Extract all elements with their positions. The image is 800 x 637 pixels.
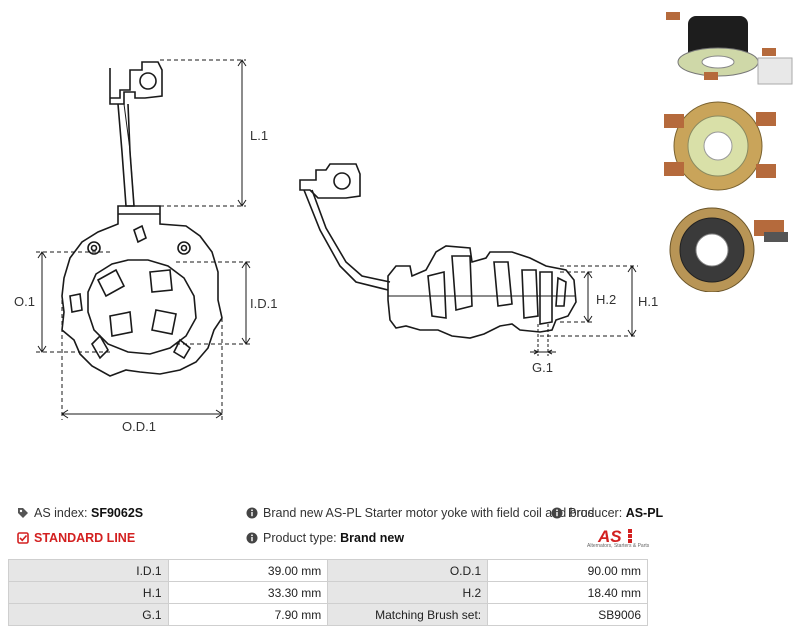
product-photo-middle: [664, 101, 776, 191]
spec-key: I.D.1: [8, 559, 169, 582]
info-icon: [246, 507, 258, 519]
product-type-label: Product type:: [263, 531, 337, 545]
spec-value: 18.40 mm: [487, 581, 648, 604]
as-index-label: AS index:: [34, 506, 88, 520]
technical-drawing: L.1 O.1 I.D.1 O.D.1 H.2 H.1 G.1: [14, 59, 658, 434]
table-row: I.D.1 39.00 mm O.D.1 90.00 mm: [8, 559, 648, 582]
label-id1: I.D.1: [250, 296, 277, 311]
label-h1: H.1: [638, 294, 658, 309]
product-photo-bottom: [669, 207, 788, 292]
description-text: Brand new AS-PL Starter motor yoke with …: [263, 506, 594, 520]
info-icon: [551, 507, 563, 519]
label-h2: H.2: [596, 292, 616, 307]
front-dimensions: [36, 59, 252, 420]
as-index-value: SF9062S: [91, 506, 144, 520]
spec-value: 90.00 mm: [487, 559, 648, 582]
spec-key: Matching Brush set:: [327, 603, 489, 626]
label-od1: O.D.1: [122, 419, 156, 434]
standard-line: STANDARD LINE: [17, 531, 135, 545]
front-view: [61, 61, 223, 377]
product-photo-top: [666, 12, 793, 85]
check-square-icon: [17, 532, 29, 544]
tag-icon: [18, 508, 28, 518]
table-row: H.1 33.30 mm H.2 18.40 mm: [8, 581, 648, 604]
spec-value: 7.90 mm: [167, 603, 329, 626]
info-icon: [246, 532, 258, 544]
as-pl-logo: AS: [597, 527, 632, 546]
spec-key: O.D.1: [327, 559, 489, 582]
product-type: Product type: Brand new: [246, 531, 404, 545]
as-index: AS index: SF9062S: [17, 506, 143, 520]
producer: Producer: AS-PL: [551, 506, 663, 520]
label-g1: G.1: [532, 360, 553, 375]
producer-label: Producer:: [568, 506, 623, 520]
standard-line-label: STANDARD LINE: [34, 531, 136, 545]
spec-value: SB9006: [487, 603, 648, 626]
label-o1: O.1: [14, 294, 35, 309]
side-view: [299, 163, 577, 339]
logo-tagline: Alternators, Starters & Parts: [587, 543, 650, 549]
spec-key: G.1: [8, 603, 169, 626]
spec-key: H.2: [327, 581, 489, 604]
product-type-value: Brand new: [340, 531, 405, 545]
producer-value: AS-PL: [625, 506, 664, 520]
spec-table: I.D.1 39.00 mm O.D.1 90.00 mm H.1 33.30 …: [8, 559, 648, 626]
description: Brand new AS-PL Starter motor yoke with …: [246, 506, 594, 520]
spec-value: 33.30 mm: [167, 581, 329, 604]
svg-text:AS: AS: [597, 527, 622, 546]
side-dimensions: [530, 265, 638, 356]
label-l1: L.1: [250, 128, 268, 143]
spec-key: H.1: [8, 581, 169, 604]
spec-value: 39.00 mm: [167, 559, 329, 582]
table-row: G.1 7.90 mm Matching Brush set: SB9006: [8, 603, 648, 626]
